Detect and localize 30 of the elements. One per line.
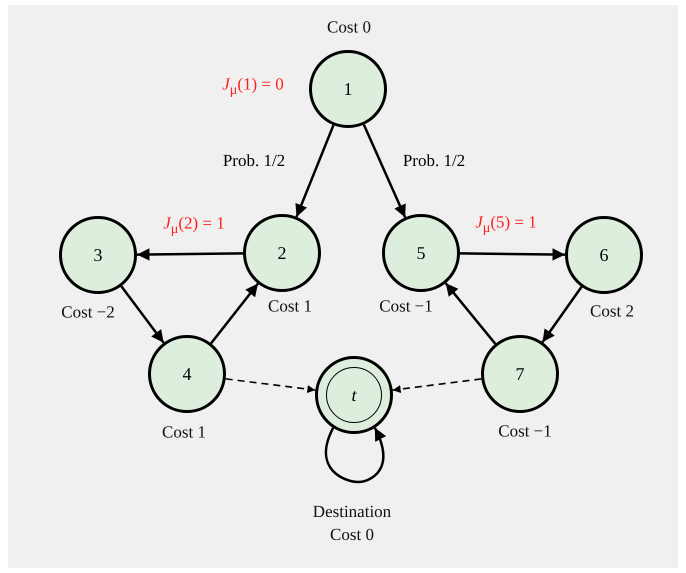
node-label: 4 [182, 364, 192, 384]
destination-label: Destination Cost 0 [312, 501, 392, 546]
node-label: 5 [416, 242, 426, 264]
cost-label: Cost −1 [498, 420, 552, 443]
node-label: t [351, 384, 356, 406]
node-label: 3 [94, 244, 102, 266]
node-label: 7 [516, 364, 524, 384]
value-label: J$_{μ}$(2) = 1 [163, 212, 225, 240]
self-loop-arrow [324, 427, 386, 484]
arrow [541, 286, 583, 343]
arrow [460, 248, 566, 261]
arrow [226, 378, 316, 394]
node-label: 6 [600, 244, 608, 266]
arrow [136, 248, 244, 261]
value-label: J$_{μ}$(1) = 0 [222, 74, 284, 100]
arrow [444, 282, 496, 345]
arrow [392, 378, 482, 394]
node-label: 2 [278, 242, 286, 264]
cost-label: Cost 2 [590, 300, 634, 323]
arrow [295, 124, 335, 218]
cost-label: Cost 0 [327, 16, 371, 39]
node-label: 1 [344, 78, 352, 100]
arrow [210, 282, 259, 344]
cost-label: Cost 1 [268, 296, 312, 318]
cost-label: Cost 1 [162, 422, 206, 444]
arrow [362, 124, 406, 218]
arrow [120, 285, 165, 344]
value-label: J$_{μ}$(5) = 1 [475, 212, 537, 238]
cost-label: Cost −1 [379, 296, 433, 318]
cost-label: Cost −2 [61, 302, 115, 324]
